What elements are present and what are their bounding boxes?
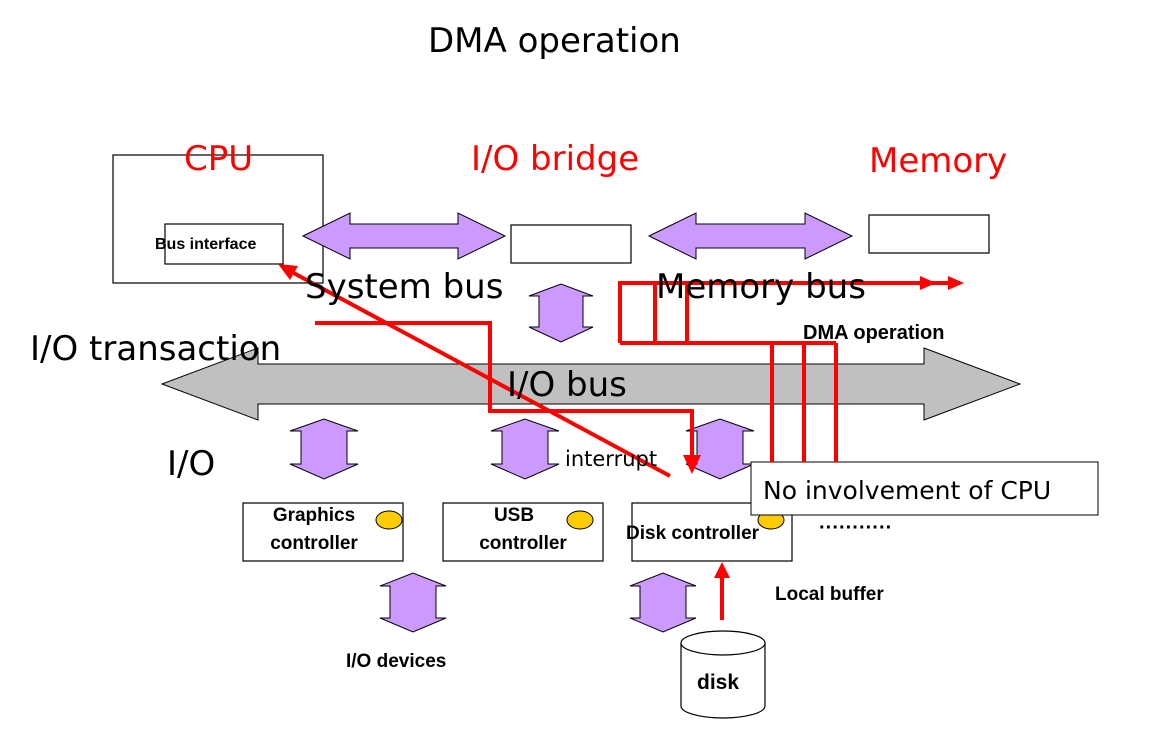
memory-bus-transfer-path — [618, 281, 960, 343]
bus-interface-box — [164, 223, 284, 265]
system-bus-label: System bus — [305, 267, 504, 307]
io-bridge-label: I/O bridge — [471, 139, 640, 179]
memory-bus-label: Memory bus — [656, 267, 866, 307]
disk-body — [680, 643, 766, 719]
graphics-dot — [375, 510, 403, 530]
page-title: DMA operation — [428, 21, 681, 61]
interrupt-arrowhead — [683, 455, 701, 474]
disk-arrow — [629, 572, 697, 633]
red-arrowheads — [278, 264, 964, 578]
memory-bus-arrow — [647, 212, 854, 260]
no-involvement-label: No involvement of CPU — [763, 476, 1052, 505]
memory-arrowhead-1 — [920, 276, 936, 290]
local-buffer-arrowhead — [714, 562, 730, 578]
memory-box — [868, 214, 990, 254]
graphics-controller-box — [242, 502, 404, 562]
io-devices-arrow — [379, 572, 447, 633]
bus-interface-arrowhead — [278, 264, 298, 280]
system-bus-arrow — [301, 212, 507, 260]
memory-label: Memory — [869, 141, 1008, 181]
bridge-io-arrow — [528, 283, 594, 343]
disk-bus-arrow — [685, 418, 755, 480]
disk-controller-label: Disk controller — [626, 523, 760, 544]
usb-dot — [566, 510, 594, 530]
interrupt-label: interrupt — [565, 447, 658, 471]
interrupt-path — [287, 268, 671, 478]
io-devices-label: I/O devices — [346, 651, 447, 672]
bus-interface-label: Bus interface — [155, 236, 257, 253]
local-buffer-label: Local buffer — [775, 584, 884, 605]
cpu-label: CPU — [184, 139, 254, 179]
graphics-controller-line2: controller — [270, 533, 358, 554]
io-bridge-box — [510, 224, 632, 264]
memory-arrowhead-2 — [948, 276, 964, 290]
io-bus-label: I/O bus — [507, 365, 627, 405]
no-involvement-box — [750, 461, 1099, 516]
usb-controller-line2: controller — [479, 533, 567, 554]
usb-bus-arrow — [490, 418, 560, 480]
graphics-bus-arrow — [289, 418, 359, 480]
graphics-controller-line1: Graphics — [272, 505, 356, 526]
dma-transfer-paths — [287, 268, 960, 620]
dma-operation-label: DMA operation — [803, 322, 945, 344]
disk-label: disk — [697, 671, 740, 694]
io-transaction-path — [315, 321, 694, 463]
usb-controller-line1: USB — [493, 505, 535, 526]
io-label: I/O — [167, 444, 216, 484]
disk-top — [680, 630, 766, 656]
dots-label: ··········· — [819, 517, 893, 539]
io-transaction-label: I/O transaction — [30, 329, 282, 369]
